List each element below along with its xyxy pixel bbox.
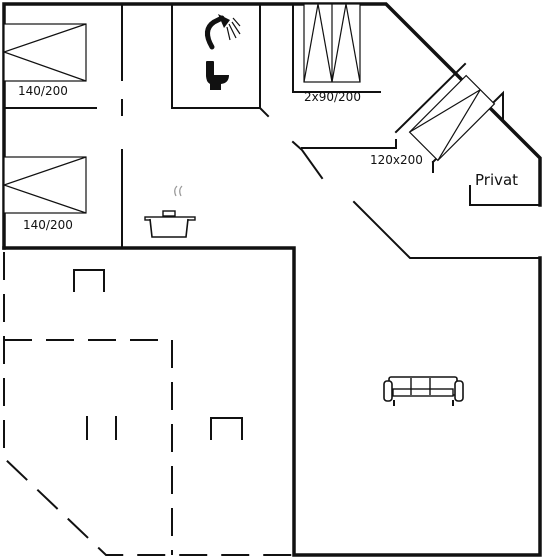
bed-label-diagonal: 120x200 — [370, 153, 423, 167]
post-lower — [210, 417, 243, 440]
bed-diagonal — [408, 74, 496, 162]
dashed-outer — [3, 252, 294, 556]
wall-living-diag — [352, 200, 541, 259]
toilet-icon — [206, 61, 229, 90]
post-upper — [73, 269, 105, 292]
outer-wall-top — [2, 2, 542, 250]
bed-label-twin: 2x90/200 — [304, 90, 361, 104]
interior-walls — [3, 3, 541, 259]
outer-wall-bottom — [2, 246, 542, 557]
bed-double-top — [2, 23, 87, 82]
bed-label-top-left: 140/200 — [18, 84, 68, 98]
wall-diag-room-bottom — [301, 139, 397, 149]
bed-label-mid-left: 140/200 — [23, 218, 73, 232]
room-label-private: Privat — [475, 171, 518, 189]
wall-diag-room-left — [394, 62, 467, 134]
shower-icon — [205, 14, 241, 50]
wall-hall-diag-top — [291, 140, 324, 180]
bed-twin — [303, 3, 361, 83]
bed-double-mid — [2, 156, 87, 214]
cooking-pot-icon — [144, 185, 196, 238]
wall-bath-corner — [258, 106, 270, 118]
sofa-icon — [383, 376, 464, 406]
dashed-inner — [4, 339, 173, 555]
dashed-outline — [3, 252, 294, 556]
